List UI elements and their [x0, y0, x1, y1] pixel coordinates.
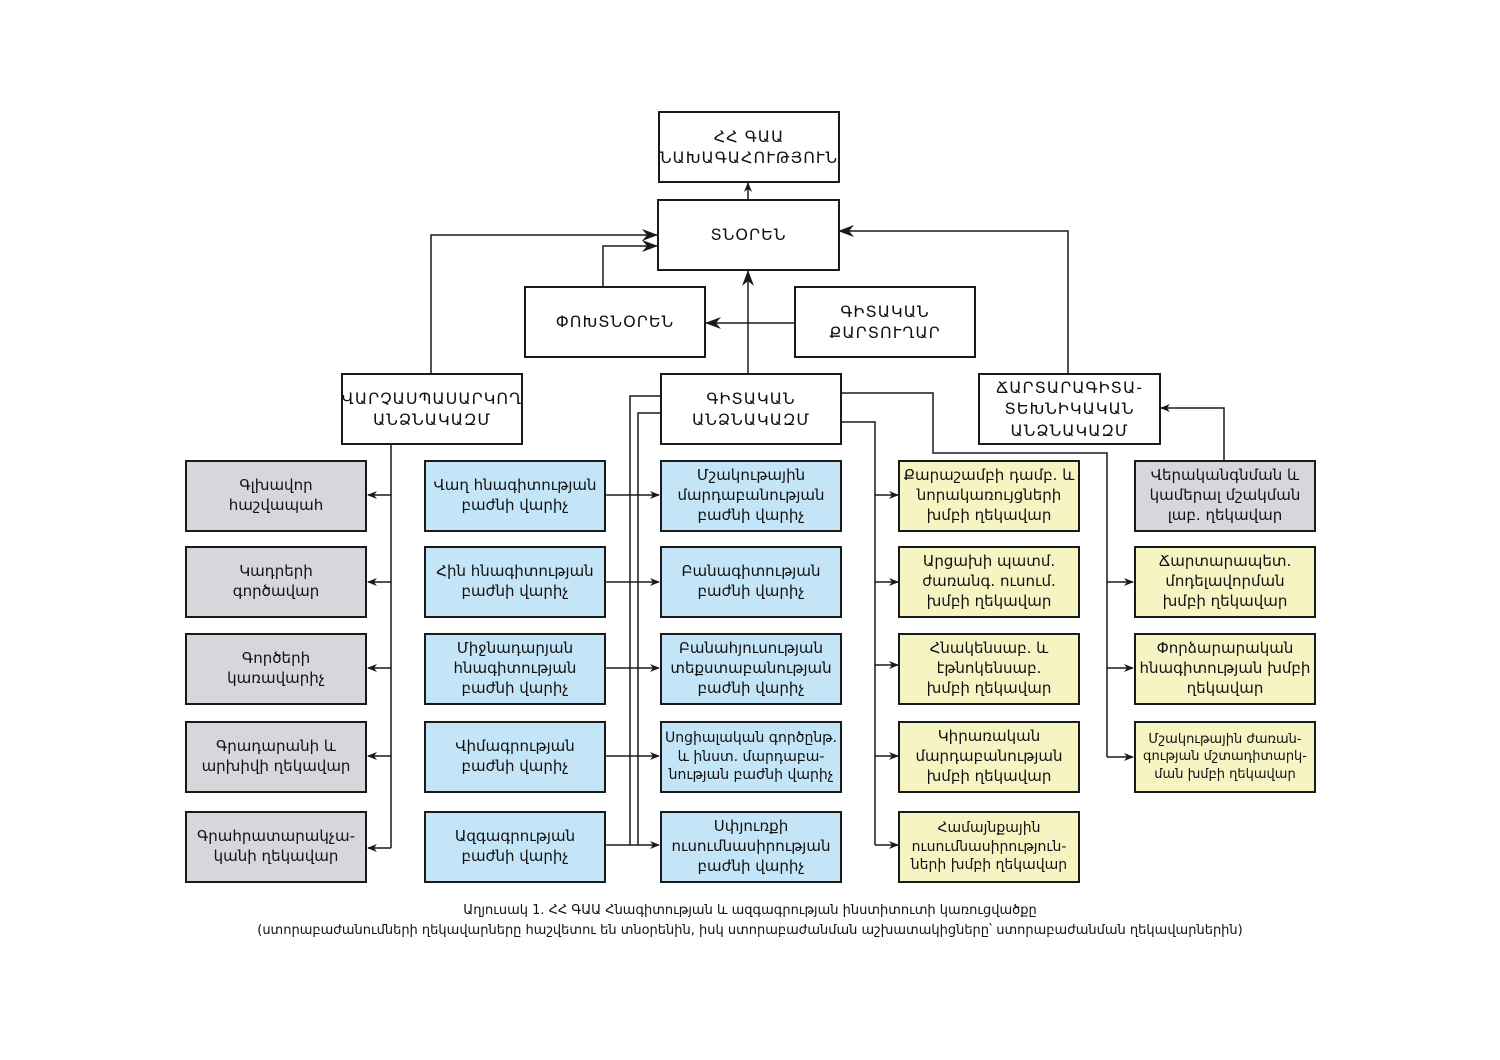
- group-box: Մշակութային ժառան- գության մշտադիտարկ- մ…: [1134, 721, 1316, 793]
- admin-unit-box: Գործերի կառավարիչ: [185, 633, 367, 705]
- group-box: Փորձարարական հնագիտության խմբի ղեկավար: [1134, 633, 1316, 705]
- group-box: Քարաշամբի դամբ. և նորակառույցների խմբի ղ…: [898, 460, 1080, 532]
- deputy-to-director-line: [602, 240, 658, 286]
- science-staff-box: ԳԻՏԱԿԱՆ ԱՆՁՆԱԿԱԶՄ: [660, 373, 842, 445]
- group-box: Հնակենսաբ. և էթնոկենսաբ. խմբի ղեկավար: [898, 633, 1080, 705]
- group-box: Համայնքային ուսումնասիրություն- ների խմբ…: [898, 811, 1080, 883]
- engineering-staff-box: ՃԱՐՏԱՐԱԳԻՏԱ- ՏԵԽՆԻԿԱԿԱՆ ԱՆՁՆԱԿԱԶՄ: [978, 373, 1161, 445]
- department-box: Վաղ հնագիտության բաժնի վարիչ: [424, 460, 606, 532]
- group-box: Արցախի պատմ. ժառանգ. ուսում. խմբի ղեկավա…: [898, 546, 1080, 618]
- admin-unit-box: Գրահրատարակչա- կանի ղեկավար: [185, 811, 367, 883]
- department-box: Մշակութային մարդաբանության բաժնի վարիչ: [660, 460, 842, 532]
- department-box: Վիմագրության բաժնի վարիչ: [424, 721, 606, 793]
- department-box: Ազգագրության բաժնի վարիչ: [424, 811, 606, 883]
- group-box: Ճարտարապետ. մոդելավորման խմբի ղեկավար: [1134, 546, 1316, 618]
- lab-box: Վերականգնման և կամերալ մշակման լաբ. ղեկա…: [1134, 460, 1316, 532]
- science-trunk-left-inner: [637, 412, 661, 845]
- admin-to-director-line: [430, 229, 658, 374]
- department-box: Միջնադարյան հնագիտության բաժնի վարիչ: [424, 633, 606, 705]
- department-box: Սոցիալական գործընթ. և ինստ. մարդաբա- նու…: [660, 721, 842, 793]
- science-trunk-far-right: [841, 392, 1108, 757]
- admin-unit-box: Գլխավոր հաշվապահ: [185, 460, 367, 532]
- department-box: Սփյուռքի ուսումնասիրության բաժնի վարիչ: [660, 811, 842, 883]
- science-trunk-left-outer: [629, 395, 661, 845]
- department-box: Բանագիտության բաժնի վարիչ: [660, 546, 842, 618]
- lab-to-engineering-line: [1160, 404, 1225, 460]
- deputy-director-box: ՓՈԽՏՆՕՐԵՆ: [524, 286, 706, 358]
- admin-unit-box: Գրադարանի և արխիվի ղեկավար: [185, 721, 367, 793]
- department-box: Հին հնագիտության բաժնի վարիչ: [424, 546, 606, 618]
- scientific-secretary-box: ԳԻՏԱԿԱՆ ՔԱՐՏՈՒՂԱՐ: [794, 286, 976, 358]
- figure-caption-line2: (ստորաբաժանումների ղեկավարները հաշվետու …: [257, 923, 1243, 938]
- group-box: Կիրառական մարդաբանության խմբի ղեկավար: [898, 721, 1080, 793]
- admin-staff-box: ՎԱՐՉԱՍՊԱՍԱՐԿՈՂ ԱՆՁՆԱԿԱԶՄ: [341, 373, 523, 445]
- presidium-box: ՀՀ ԳԱԱ ՆԱԽԱԳԱՀՈՒԹՅՈՒՆ: [658, 111, 840, 183]
- department-box: Բանահյուսության տեքստաբանության բաժնի վա…: [660, 633, 842, 705]
- engineering-to-director-line: [838, 225, 1069, 374]
- admin-unit-box: Կադրերի գործավար: [185, 546, 367, 618]
- science-trunk-right: [841, 421, 876, 845]
- director-box: ՏՆՕՐԵՆ: [657, 199, 840, 271]
- figure-caption-line1: Աղյուսակ 1. ՀՀ ԳԱԱ Հնագիտության և ազգագր…: [463, 903, 1037, 918]
